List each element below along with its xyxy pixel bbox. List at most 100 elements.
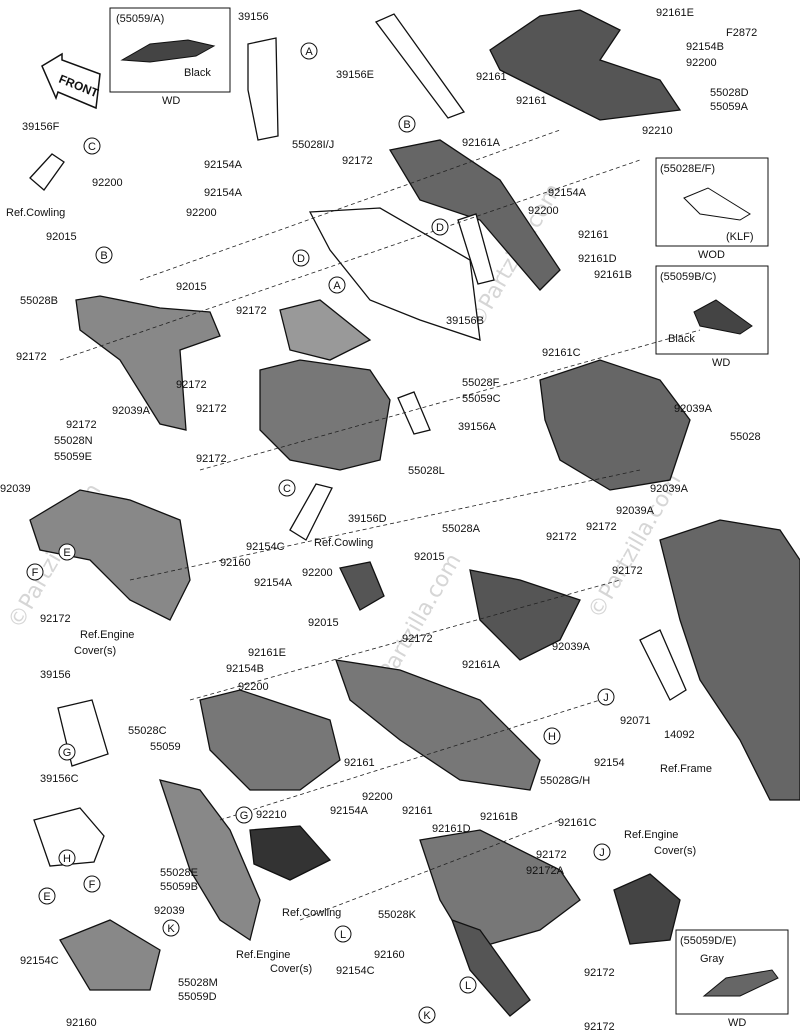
part-label: 55059A: [710, 101, 749, 113]
part-label: 92154A: [548, 187, 587, 199]
callout-f: F: [26, 563, 44, 581]
part-label: 92154: [594, 757, 625, 769]
svg-text:(55059D/E): (55059D/E): [680, 935, 736, 947]
part-label: 92161D: [578, 253, 617, 265]
part-label: 92154A: [254, 577, 293, 589]
inset-55059-bc: (55059B/C) Black WD: [655, 265, 769, 369]
part-label: 92161: [516, 95, 547, 107]
part-label: 92039A: [674, 403, 713, 415]
part-label: 55028E: [160, 867, 198, 879]
part-label: 92172: [536, 849, 567, 861]
part-label: 39156A: [458, 421, 497, 433]
part-label: 92161E: [656, 7, 694, 19]
part-label: 92210: [256, 809, 287, 821]
part-label: 92200: [186, 207, 217, 219]
part-label: 92172: [402, 633, 433, 645]
part-label: Ref.Engine: [80, 629, 134, 641]
inset-55059-a: (55059/A) Black WD: [109, 7, 231, 107]
part-label: 92039: [154, 905, 185, 917]
part-label: 55059D: [178, 991, 217, 1003]
part-label: 92161B: [480, 811, 518, 823]
part-label: 92161: [476, 71, 507, 83]
part-label: 55028F: [462, 377, 500, 389]
callout-c: C: [278, 479, 296, 497]
part-label: 92200: [528, 205, 559, 217]
callout-l: L: [459, 976, 477, 994]
part-label: 92154A: [330, 805, 369, 817]
part-label: 92154C: [336, 965, 375, 977]
part-label: 39156D: [348, 513, 387, 525]
part-label: 92039A: [650, 483, 689, 495]
part-label: 55028D: [710, 87, 749, 99]
svg-text:G: G: [240, 810, 249, 822]
svg-text:(55059/A): (55059/A): [116, 13, 164, 25]
svg-text:WOD: WOD: [698, 249, 725, 261]
svg-text:J: J: [599, 847, 605, 859]
part-label: 92172: [586, 521, 617, 533]
callout-d: D: [431, 218, 449, 236]
inset-55028-ef: (55028E/F) (KLF) WOD: [655, 157, 769, 261]
part-label: 92172: [236, 305, 267, 317]
inset-55059-de: (55059D/E) Gray WD: [675, 929, 789, 1029]
part-label: 92172: [176, 379, 207, 391]
callout-h: H: [58, 849, 76, 867]
part-label: 55028L: [408, 465, 445, 477]
callout-a: A: [328, 276, 346, 294]
part-label: 92172A: [526, 865, 565, 877]
part-label: 92200: [238, 681, 269, 693]
callout-d: D: [292, 249, 310, 267]
part-label: 39156C: [40, 773, 79, 785]
svg-text:D: D: [297, 253, 305, 265]
svg-text:F: F: [32, 567, 39, 579]
part-label: 92172: [612, 565, 643, 577]
part-label: 92172: [196, 403, 227, 415]
part-label: Ref.Cowling: [314, 537, 373, 549]
part-label: 92161D: [432, 823, 471, 835]
svg-text:H: H: [63, 853, 71, 865]
part-label: 92172: [40, 613, 71, 625]
part-label: 55028C: [128, 725, 167, 737]
svg-text:E: E: [63, 547, 70, 559]
svg-text:C: C: [283, 483, 291, 495]
part-label: Ref.Cowling: [6, 207, 65, 219]
callout-c: C: [83, 137, 101, 155]
part-label: 92161: [578, 229, 609, 241]
svg-text:WD: WD: [712, 357, 730, 369]
part-label: 92039A: [552, 641, 591, 653]
svg-text:(KLF): (KLF): [726, 231, 754, 243]
part-label: Ref.Engine: [624, 829, 678, 841]
part-label: 39156E: [336, 69, 374, 81]
part-label: 55028K: [378, 909, 417, 921]
part-label: 92154A: [204, 187, 243, 199]
svg-text:J: J: [603, 692, 609, 704]
svg-text:C: C: [88, 141, 96, 153]
svg-text:L: L: [340, 929, 346, 941]
svg-text:H: H: [548, 731, 556, 743]
figure-code: F2872: [726, 27, 757, 39]
part-labels: 39156 92161E 92154B 92200 55028D 55059A …: [0, 7, 761, 1033]
front-arrow: FRONT: [41, 52, 101, 110]
part-label: 92161A: [462, 659, 501, 671]
callout-j: J: [597, 688, 615, 706]
part-label: 39156F: [22, 121, 60, 133]
part-label: 92160: [220, 557, 251, 569]
callout-j: J: [593, 843, 611, 861]
callout-k: K: [162, 919, 180, 937]
callout-b: B: [95, 246, 113, 264]
part-label: 14092: [664, 729, 695, 741]
svg-text:Black: Black: [668, 333, 695, 345]
part-label: Ref.Cowling: [282, 907, 341, 919]
part-label: 92071: [620, 715, 651, 727]
callout-letters: A A B B C C D D E E F F G G H H J J K K …: [26, 42, 615, 1024]
svg-text:WD: WD: [162, 95, 180, 107]
part-label: 92015: [308, 617, 339, 629]
part-label: Cover(s): [654, 845, 696, 857]
part-label: 92200: [362, 791, 393, 803]
part-label: 92154B: [226, 663, 264, 675]
part-label: 55028A: [442, 523, 481, 535]
part-label: 92154C: [20, 955, 59, 967]
part-label: 92200: [302, 567, 333, 579]
part-label: 92154B: [686, 41, 724, 53]
part-label: Cover(s): [74, 645, 116, 657]
callout-g: G: [58, 743, 76, 761]
